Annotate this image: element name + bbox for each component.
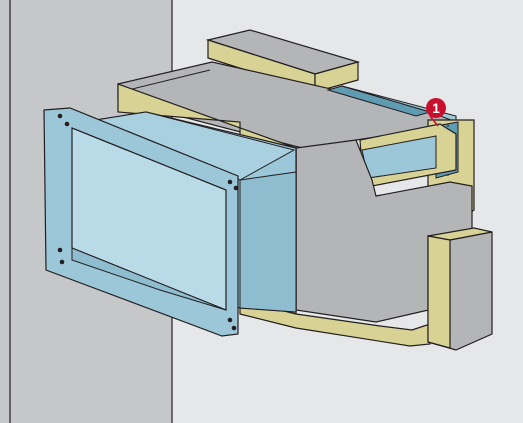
enclosure-recess (359, 123, 457, 187)
lower-right-block (427, 227, 493, 351)
callout-number-1: 1 (432, 100, 440, 116)
flange-bolts (57, 113, 239, 331)
callout-marker-1: 1 (426, 98, 446, 127)
duct-flange (43, 107, 239, 337)
